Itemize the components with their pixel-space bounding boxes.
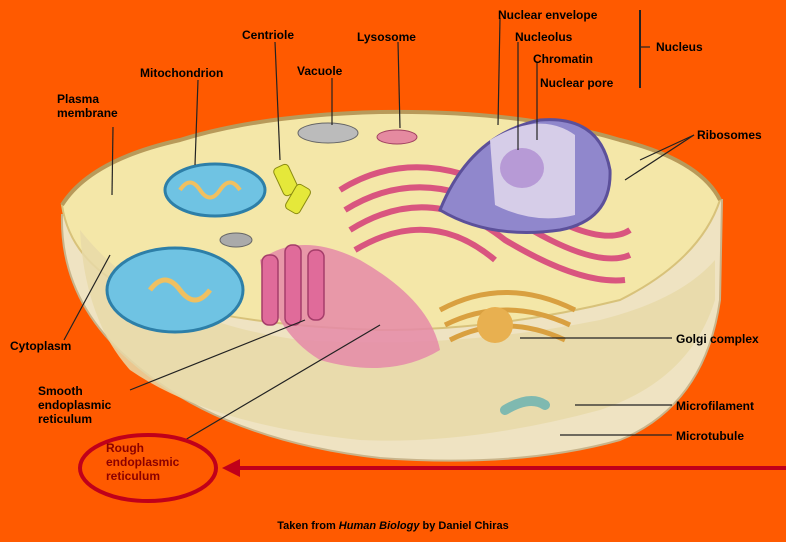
label-nucleolus: Nucleolus [515, 30, 572, 44]
label-nucleus: Nucleus [656, 40, 703, 54]
caption-prefix: Taken from [277, 520, 335, 532]
label-plasma-membrane: Plasma membrane [57, 92, 127, 120]
nucleolus-shape [500, 148, 544, 188]
label-ribosomes: Ribosomes [697, 128, 762, 142]
mitochondrion-lower [107, 248, 243, 332]
label-cytoplasm: Cytoplasm [10, 339, 71, 353]
highlight-arrowhead [222, 459, 240, 477]
lysosome-shape [377, 130, 417, 144]
caption: Taken from Human Biology by Daniel Chira… [0, 520, 786, 532]
label-smooth-er: Smooth endoplasmic reticulum [38, 384, 148, 426]
smooth-er-shape [262, 245, 324, 325]
label-microtubule: Microtubule [676, 429, 744, 443]
label-golgi-complex: Golgi complex [676, 332, 759, 346]
label-microfilament: Microfilament [676, 399, 754, 413]
caption-book: Human Biology [339, 520, 420, 532]
caption-suffix: by Daniel Chiras [423, 520, 509, 532]
label-centriole: Centriole [242, 28, 294, 42]
label-rough-er: Rough endoplasmic reticulum [106, 441, 216, 483]
vacuole-shape [298, 123, 358, 143]
label-nuclear-envelope: Nuclear envelope [498, 8, 597, 22]
label-chromatin: Chromatin [533, 52, 593, 66]
label-mitochondrion: Mitochondrion [140, 66, 223, 80]
label-lysosome: Lysosome [357, 30, 416, 44]
golgi-vesicle [477, 307, 513, 343]
label-nuclear-pore: Nuclear pore [540, 76, 613, 90]
vacuole-top [220, 233, 252, 247]
label-vacuole: Vacuole [297, 64, 342, 78]
